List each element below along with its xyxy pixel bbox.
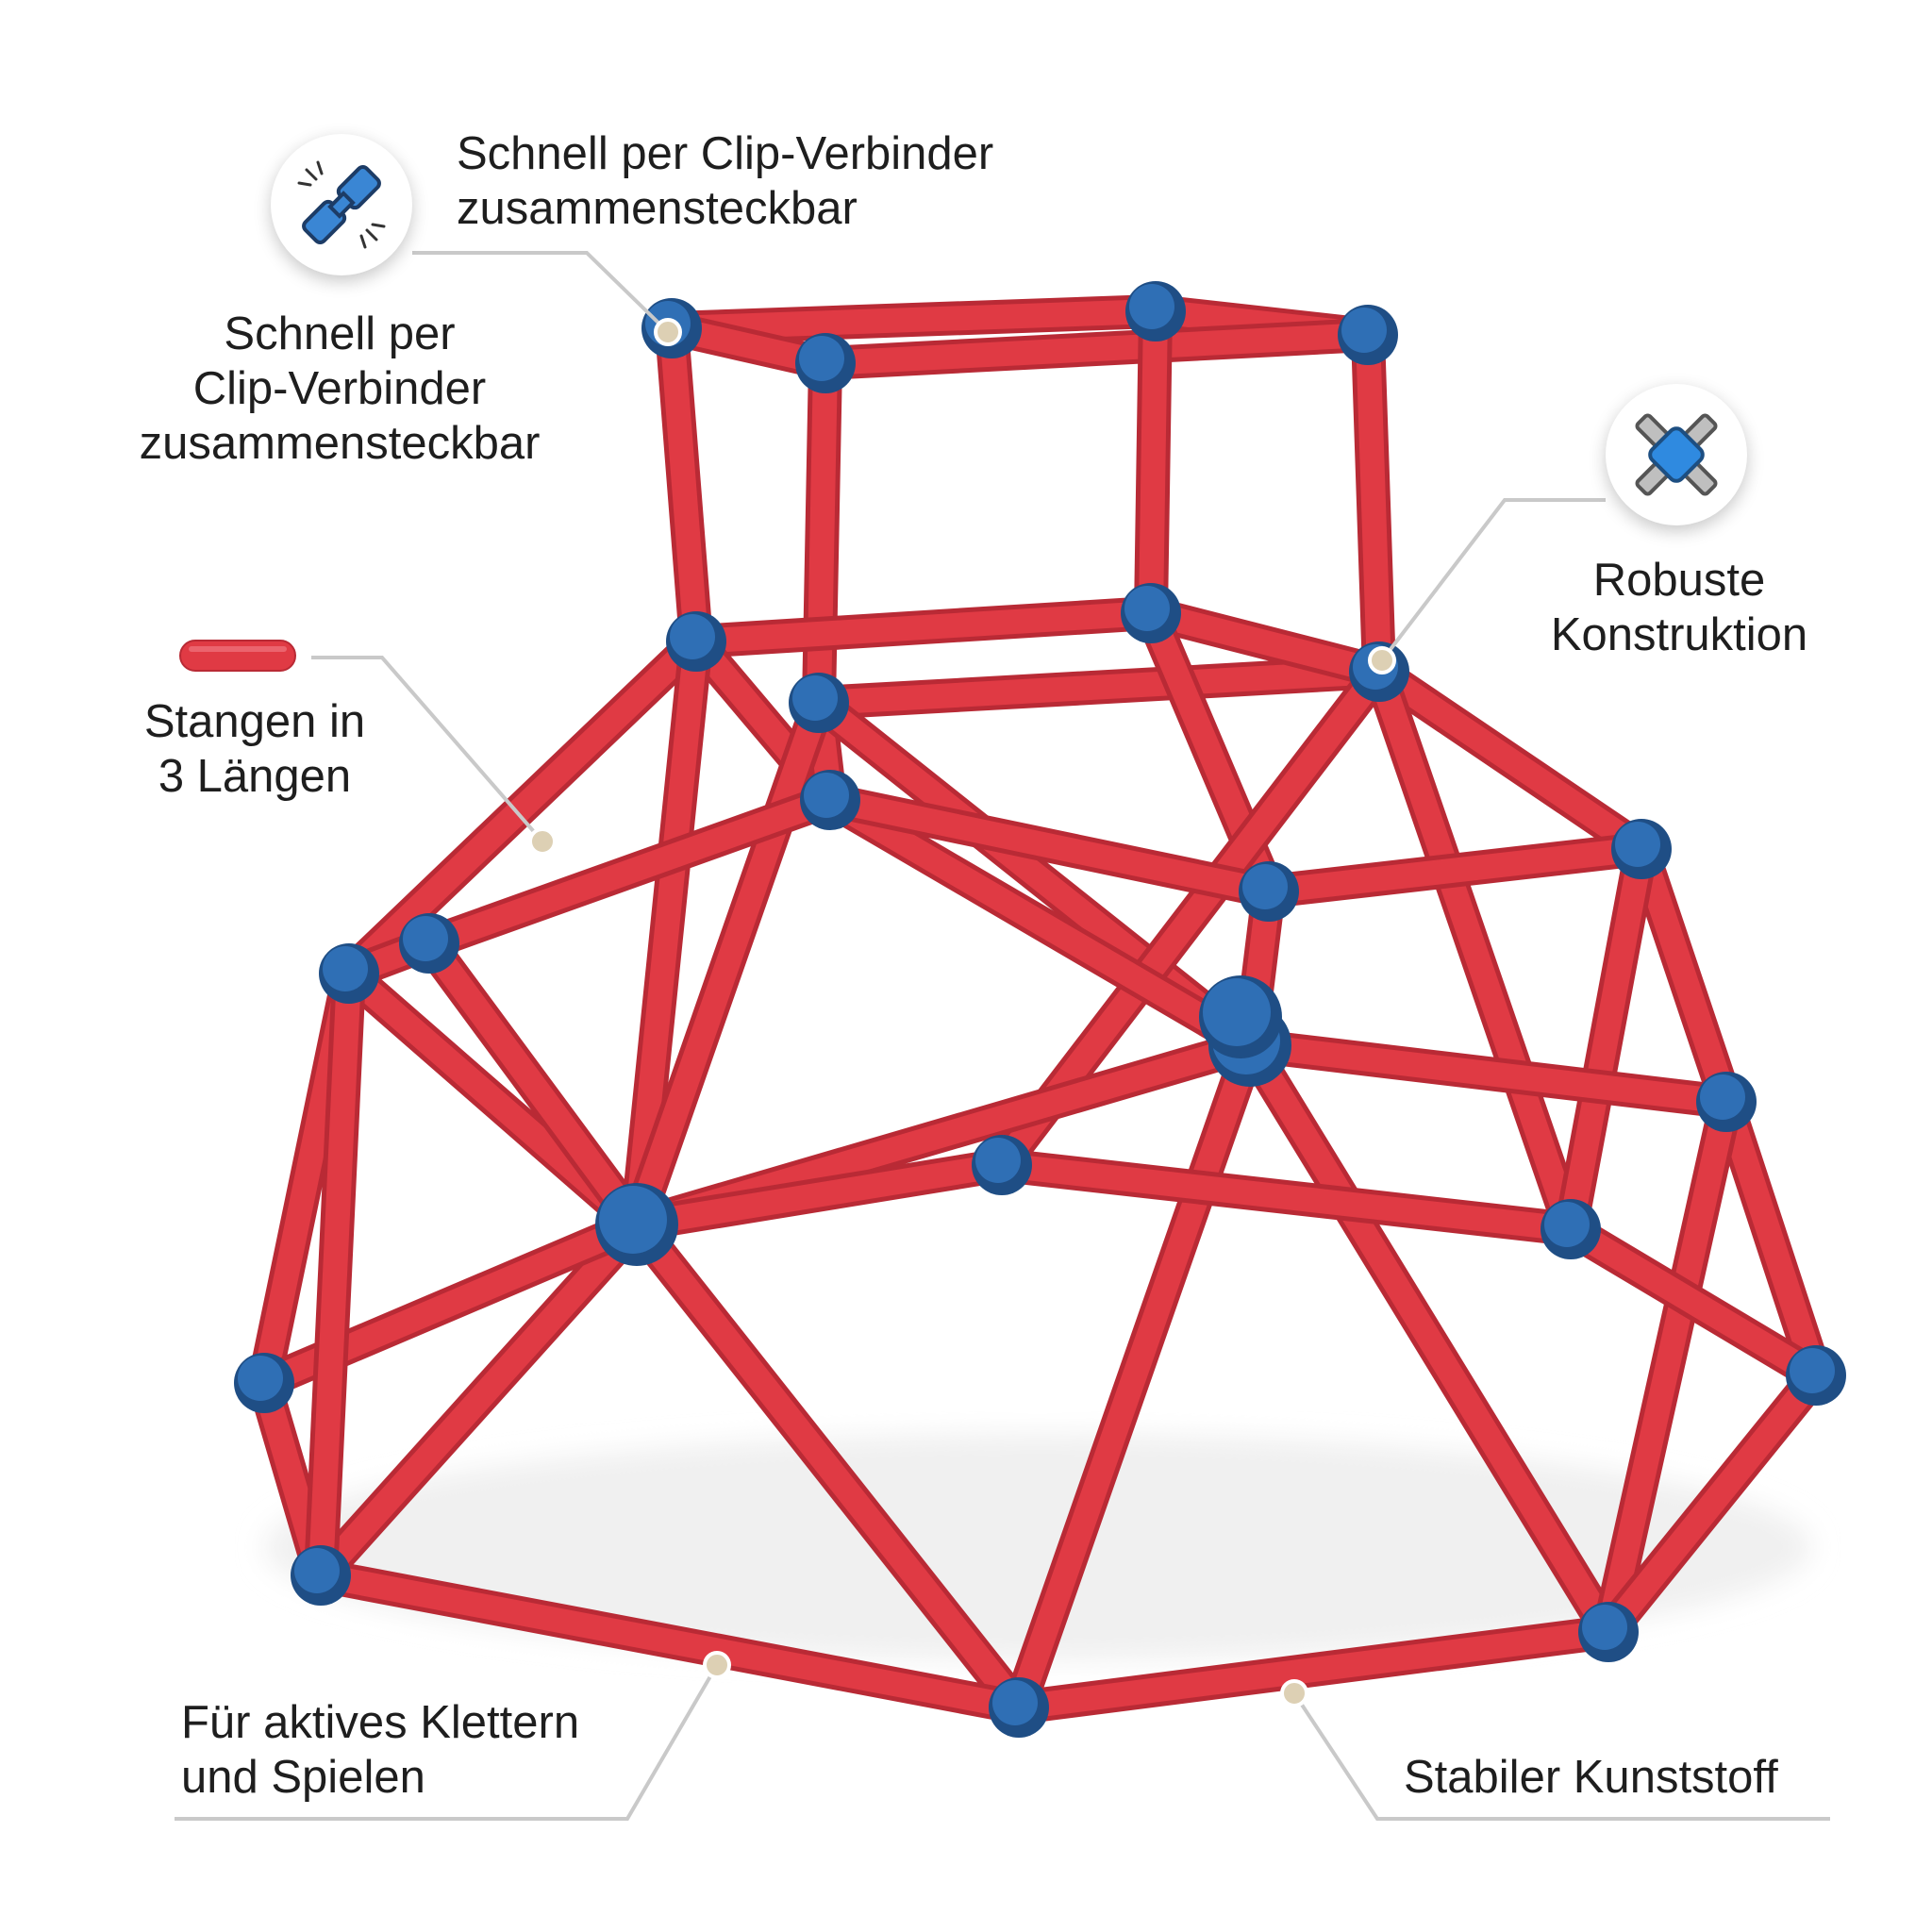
dome-rod-highlight [625,1212,1031,1720]
dome-rod-highlight [807,659,1391,715]
callout-dot [528,827,557,856]
callout-leader-line [1292,1691,1830,1821]
dome-rod-highlight [1007,1033,1262,1720]
dome-rod-highlight [625,1153,1014,1237]
dome-joint-face [1700,1074,1745,1120]
dome-rod-highlight [625,691,831,1237]
dome-rod-highlight [417,788,842,956]
dome-joint-face [975,1138,1021,1183]
dome-rod-highlight [308,1212,649,1588]
dome-rod-highlight [1257,837,1654,904]
dome-rod-highlight [1367,659,1583,1241]
callout-climb: Für aktives Klettern und Spielen [181,1697,580,1803]
dome-rod-highlight [1629,837,1739,1114]
callout-lines [175,251,1830,1821]
cross-joint-icon [1606,384,1747,525]
dome-joint-face [1124,586,1170,631]
callout-leader-line [412,251,670,334]
dome-rod-highlight [1356,323,1391,684]
dome-rod-highlight [337,629,708,986]
dome-joint-face [1242,864,1288,909]
callout-plastic: Stabiler Kunststoff [1404,1752,1778,1803]
dome-joint-face [1341,308,1387,353]
dome-rod-highlight [1139,299,1168,625]
callout-leader-line [175,1663,719,1821]
dome-joint-face [294,1548,340,1593]
dome-rod-highlight [659,299,1168,341]
callout-dot [703,1651,731,1679]
dome-rod-highlight [659,316,708,654]
callout-dot [1368,646,1396,675]
dome-rod-highlight [1238,1033,1739,1114]
dome-rod-highlight [1596,1090,1739,1644]
dome-rod-highlight [807,351,838,715]
callout-leader-line [311,656,544,843]
dome-rod-highlight [1596,1363,1828,1644]
dome-joint-face [992,1680,1038,1725]
dome-rod-highlight [1558,837,1654,1241]
dome-joint-face [403,916,448,961]
dome-rod-highlight [1714,1090,1828,1388]
dome-joint-face [670,614,715,659]
clip-connector-icon [271,134,412,275]
dome-rod-highlight [1238,1033,1621,1644]
callout-dot [1280,1679,1308,1707]
dome-rod-highlight [818,788,1281,904]
dome-rods [247,294,1833,1724]
dome-rod-highlight [990,1153,1583,1241]
dome-joint-face [238,1356,283,1401]
callout-clip-left: Schnell per Clip-Verbinder zusammensteck… [139,308,541,469]
dome-joint-face [1582,1605,1627,1650]
callout-clip-top: Schnell per Clip-Verbinder zusammensteck… [457,128,994,234]
dome-rod-highlight [813,323,1380,375]
callout-rods: Stangen in 3 Längen [143,696,366,802]
dome-joint-face [323,946,368,991]
dome-rod-highlight [308,961,361,1588]
dome-rod-highlight [1007,1620,1621,1720]
callout-dot [654,318,682,346]
callout-leader-line [1380,498,1606,662]
ground-shadow [264,1434,1811,1660]
dome-joint-face [599,1186,667,1254]
dome-rod-highlight [1367,659,1654,861]
dome-joint-face [1544,1202,1590,1247]
dome-rod-highlight [417,931,649,1237]
callout-robust: Robuste Konstruktion [1550,555,1808,660]
dome-joint-face [1129,284,1174,329]
dome-joint-face [1203,978,1271,1046]
dome-rod-highlight [308,1563,1031,1720]
dome-rod-highlight [1139,601,1391,684]
dome-joint-face [1615,822,1660,867]
dome-rod-highlight [1558,1217,1828,1388]
dome-joint-face [1790,1348,1835,1393]
dome-joint-face [804,773,849,818]
dome-rod-highlight [625,629,708,1237]
dome-rod-highlight [818,788,1262,1058]
dome-rod-highlight [684,601,1163,654]
dome-joint-face [792,675,838,721]
rod-icon [179,640,296,672]
dome-joint-face [799,336,844,381]
dome-joints [234,281,1846,1738]
